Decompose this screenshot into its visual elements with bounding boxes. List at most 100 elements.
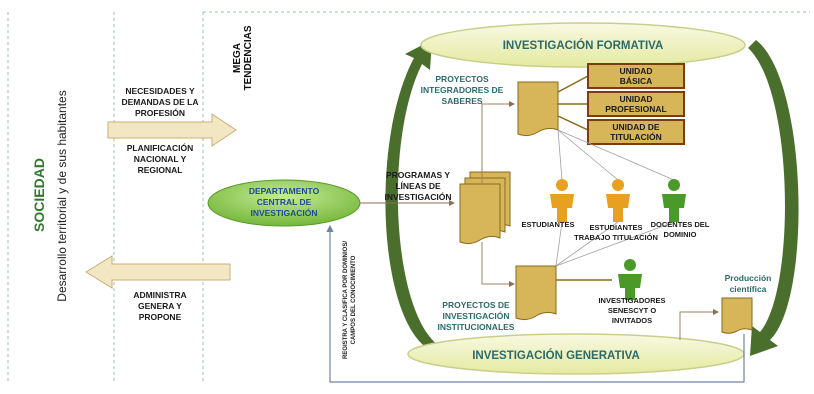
department-line: DEPARTAMENTO bbox=[249, 186, 320, 196]
planning-line: REGIONAL bbox=[138, 165, 183, 175]
cycle-arrows bbox=[385, 40, 799, 356]
connector-line bbox=[555, 221, 619, 267]
production-output: Producción científica bbox=[721, 273, 772, 334]
doc-sheet bbox=[459, 183, 501, 245]
unit-box bbox=[587, 63, 685, 89]
unit-connectors bbox=[557, 75, 589, 131]
institutional-line: INSTITUCIONALES bbox=[438, 322, 515, 332]
unit-label: TITULACIÓN bbox=[610, 131, 661, 142]
mega-tendencias-label: MEGA TENDENCIAS bbox=[232, 25, 254, 90]
needs-line: DEMANDAS DE LA bbox=[122, 97, 199, 107]
registra-label-1: REGISTRA Y CLASIFICA POR DOMINIOS/ bbox=[343, 241, 349, 359]
registra-label-2: CAMPOS DEL CONOCIMIENTO bbox=[351, 255, 357, 344]
unit-boxes: UNIDAD BÁSICA UNIDAD PROFESIONAL UNIDAD … bbox=[587, 63, 685, 145]
department-line: CENTRAL DE bbox=[257, 197, 312, 207]
needs-text: NECESIDADES Y DEMANDAS DE LA PROFESIÓN bbox=[122, 86, 199, 118]
institutional-doc bbox=[515, 265, 557, 321]
researchers-label: SENESCYT O bbox=[608, 306, 657, 315]
planning-text: PLANIFICACIÓN NACIONAL Y REGIONAL bbox=[127, 142, 194, 175]
person-body bbox=[606, 194, 630, 222]
output-arrow-left bbox=[85, 255, 231, 289]
person-head bbox=[668, 179, 680, 191]
unit-label: UNIDAD bbox=[619, 94, 652, 104]
person-head bbox=[612, 179, 624, 191]
unit-label: BÁSICA bbox=[620, 76, 653, 86]
generativa-title: INVESTIGACIÓN GENERATIVA bbox=[472, 349, 640, 362]
integrators-doc bbox=[517, 81, 559, 137]
researcher-figure: INVESTIGADORES SENESCYT O INVITADOS bbox=[598, 259, 666, 325]
department-node: DEPARTAMENTO CENTRAL DE INVESTIGACIÓN bbox=[207, 179, 361, 227]
programs-line: INVESTIGACIÓN bbox=[384, 191, 451, 202]
integrators-line: SABERES bbox=[441, 96, 482, 106]
dashed-guides bbox=[7, 11, 810, 384]
people-connectors bbox=[555, 129, 675, 267]
connector-line bbox=[555, 221, 563, 267]
programs-line: LÍNEAS DE bbox=[395, 181, 441, 191]
needs-line: PROFESIÓN bbox=[135, 107, 185, 118]
students-label: ESTUDIANTES bbox=[522, 220, 575, 229]
connector-line bbox=[557, 129, 563, 181]
integrators-line: PROYECTOS bbox=[435, 74, 489, 84]
programs-documents bbox=[459, 171, 511, 245]
input-arrow-right bbox=[107, 113, 237, 147]
programs-line: PROGRAMAS Y bbox=[386, 170, 450, 180]
connector-line bbox=[555, 221, 675, 267]
formativa-ellipse: INVESTIGACIÓN FORMATIVA bbox=[420, 22, 746, 68]
production-doc bbox=[721, 297, 753, 334]
connector-line bbox=[557, 129, 675, 181]
unit-box bbox=[587, 119, 685, 145]
production-line: Producción bbox=[725, 273, 772, 283]
admin-text: ADMINISTRA GENERA Y PROPONE bbox=[133, 290, 186, 322]
institutional-project: PROYECTOS DE INVESTIGACIÓN INSTITUCIONAL… bbox=[438, 265, 557, 332]
admin-line: GENERA Y bbox=[138, 301, 182, 311]
unit-label: PROFESIONAL bbox=[605, 104, 666, 114]
needs-line: NECESIDADES Y bbox=[125, 86, 195, 96]
person-body bbox=[618, 274, 642, 300]
programs-to-integrators bbox=[481, 101, 515, 184]
unit-label: UNIDAD bbox=[619, 66, 652, 76]
person-head bbox=[624, 259, 636, 271]
student-titulation-figure: ESTUDIANTES TRABAJO TITULACIÓN bbox=[574, 179, 658, 242]
connector-line bbox=[557, 115, 589, 131]
production-line: científica bbox=[730, 284, 767, 294]
programs-label: PROGRAMAS Y LÍNEAS DE INVESTIGACIÓN bbox=[384, 170, 451, 202]
connector-line bbox=[557, 129, 619, 181]
connector-line bbox=[557, 75, 589, 93]
generativa-ellipse: INVESTIGACIÓN GENERATIVA bbox=[407, 333, 745, 375]
integrators-line: INTEGRADORES DE bbox=[421, 85, 504, 95]
student-figure: ESTUDIANTES bbox=[522, 179, 575, 229]
unit-box bbox=[587, 91, 685, 117]
students-titulation-label: ESTUDIANTES bbox=[590, 223, 643, 232]
mega-label: MEGA bbox=[232, 43, 243, 73]
unit-titulacion: UNIDAD DE TITULACIÓN bbox=[587, 119, 685, 145]
teachers-label: DOMINIO bbox=[664, 230, 697, 239]
cycle-arrow-left bbox=[385, 40, 438, 350]
programs-to-institutional bbox=[481, 242, 515, 287]
tendencias-label: TENDENCIAS bbox=[243, 25, 254, 90]
teachers-label: DOCENTES DEL bbox=[651, 220, 710, 229]
person-body bbox=[550, 194, 574, 222]
admin-line: ADMINISTRA bbox=[133, 290, 186, 300]
person-head bbox=[556, 179, 568, 191]
society-subtitle: Desarrollo territorial y de sus habitant… bbox=[55, 90, 69, 301]
formativa-shape bbox=[420, 22, 746, 68]
researchers-label: INVITADOS bbox=[612, 316, 652, 325]
institutional-line: PROYECTOS DE bbox=[442, 300, 510, 310]
integrators-project: PROYECTOS INTEGRADORES DE SABERES bbox=[421, 74, 559, 137]
person-body bbox=[662, 194, 686, 222]
planning-line: PLANIFICACIÓN bbox=[127, 142, 194, 153]
program-connectors bbox=[481, 101, 515, 287]
planning-line: NACIONAL Y bbox=[134, 154, 187, 164]
admin-line: PROPONE bbox=[139, 312, 182, 322]
feedback-loop-line bbox=[326, 224, 745, 383]
department-line: INVESTIGACIÓN bbox=[250, 207, 317, 218]
formativa-title: INVESTIGACIÓN FORMATIVA bbox=[503, 39, 664, 52]
unit-basica: UNIDAD BÁSICA bbox=[587, 63, 685, 89]
society-panel: SOCIEDAD Desarrollo territorial y de sus… bbox=[31, 90, 69, 301]
institutional-line: INVESTIGACIÓN bbox=[442, 310, 509, 321]
society-title: SOCIEDAD bbox=[31, 158, 47, 232]
generativa-to-production bbox=[679, 309, 719, 340]
teacher-figure: DOCENTES DEL DOMINIO bbox=[651, 179, 710, 239]
students-titulation-label: TRABAJO TITULACIÓN bbox=[574, 233, 658, 242]
